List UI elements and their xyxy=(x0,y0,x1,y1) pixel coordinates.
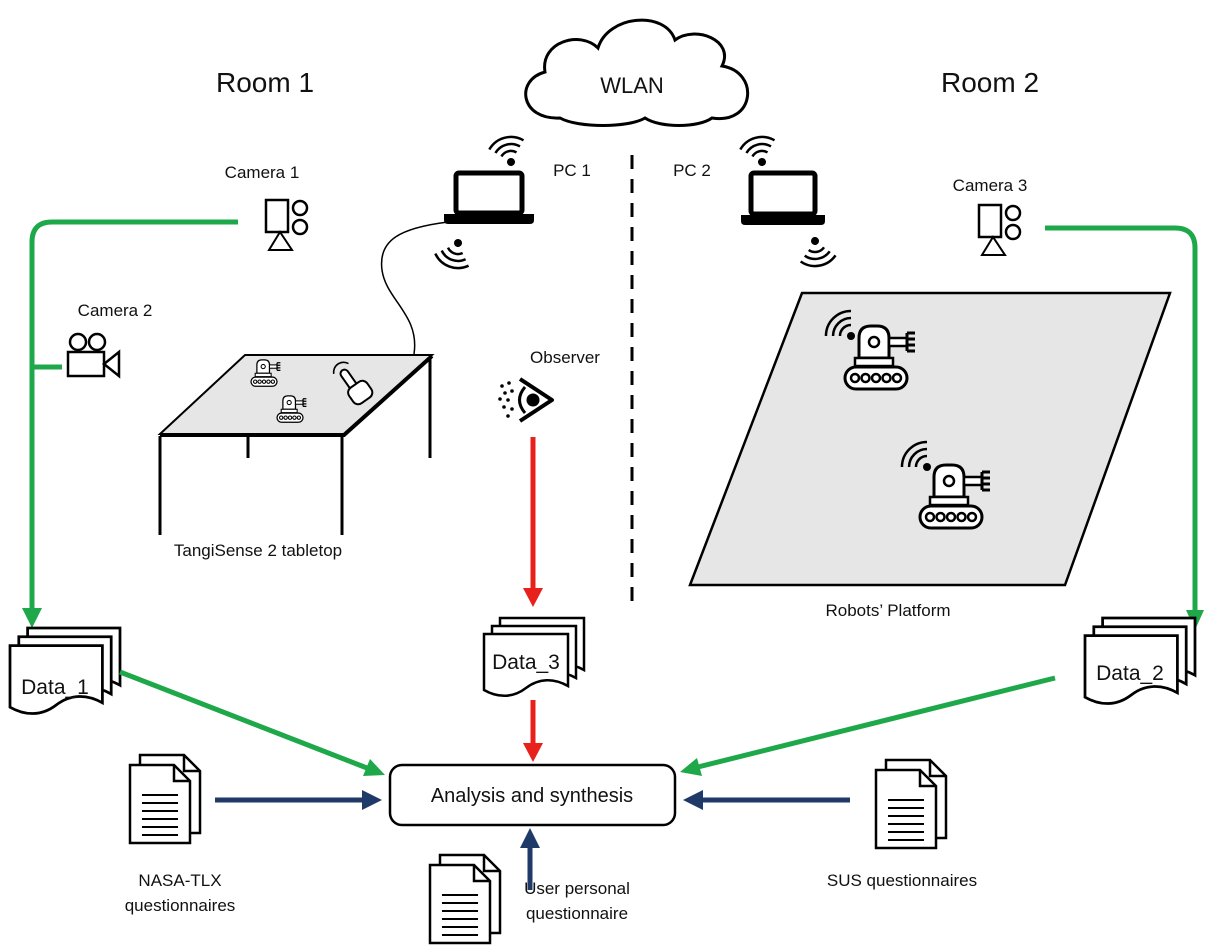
video-camera-icon xyxy=(66,332,121,379)
user-personal-label-line-1: User personal xyxy=(524,879,630,898)
laptop-icon xyxy=(741,170,825,225)
analysis-label: Analysis and synthesis xyxy=(431,785,633,807)
tabletop-label: TangiSense 2 tabletop xyxy=(174,541,342,560)
nasa-tlx-label-line-1: NASA-TLX xyxy=(138,871,221,890)
camera-2: Camera 2 xyxy=(66,301,153,379)
cloud-icon xyxy=(524,18,749,127)
arrowhead xyxy=(523,743,543,762)
tabletop-cable xyxy=(380,221,449,355)
nasa-tlx-questionnaires: NASA-TLX questionnaires xyxy=(125,755,382,915)
pc-2-label: PC 2 xyxy=(673,161,711,180)
wifi-icon xyxy=(737,131,782,172)
data-3: Data_3 xyxy=(484,618,584,696)
pc-1-label: PC 1 xyxy=(553,161,591,180)
data-3-label: Data_3 xyxy=(492,651,560,674)
data-1-flow xyxy=(119,669,385,776)
data-1: Data_1 xyxy=(10,628,120,714)
eye-icon xyxy=(498,377,554,423)
user-personal-questionnaire: User personal questionnaire xyxy=(430,828,630,943)
pc-1: PC 1 xyxy=(380,131,591,355)
document-icon xyxy=(876,760,946,848)
observer-label: Observer xyxy=(530,348,600,367)
sus-label: SUS questionnaires xyxy=(827,871,977,890)
nasa-tlx-label-line-2: questionnaires xyxy=(125,896,236,915)
document-icon xyxy=(430,855,500,943)
arrowhead xyxy=(363,759,385,776)
platform-label: Robots’ Platform xyxy=(825,601,950,620)
data-2: Data_2 xyxy=(1085,618,1195,704)
arrowhead xyxy=(683,790,703,810)
camera-3: Camera 3 xyxy=(953,176,1028,256)
document-stack-icon xyxy=(1085,618,1195,704)
wifi-icon xyxy=(795,232,839,270)
hand-pointer-icon xyxy=(332,361,374,406)
data-2-flow xyxy=(680,675,1056,776)
camera-2-label: Camera 2 xyxy=(78,301,153,320)
room-2-title: Room 2 xyxy=(941,67,1039,98)
movie-camera-icon xyxy=(264,198,309,251)
camera-3-label: Camera 3 xyxy=(953,176,1028,195)
wlan-cloud: WLAN xyxy=(524,18,749,127)
arrowhead xyxy=(1186,610,1204,630)
laptop-icon xyxy=(444,170,534,224)
video-flow-room-2 xyxy=(1045,225,1204,630)
user-personal-label-line-2: questionnaire xyxy=(526,904,628,923)
observer-flow xyxy=(523,437,543,762)
document-icon xyxy=(130,755,200,843)
pc-2: PC 2 xyxy=(673,131,839,270)
arrowhead xyxy=(362,790,382,810)
observer: Observer xyxy=(498,348,600,423)
arrowhead xyxy=(22,608,42,628)
data-2-label: Data_2 xyxy=(1096,662,1164,685)
arrowhead xyxy=(523,588,543,607)
video-flow-room-1 xyxy=(22,219,238,628)
arrowhead xyxy=(520,828,540,848)
analysis-box: Analysis and synthesis xyxy=(388,763,677,827)
wlan-label: WLAN xyxy=(600,73,664,98)
data-1-label: Data_1 xyxy=(21,676,89,699)
document-stack-icon xyxy=(10,628,120,714)
tangisense-tabletop: TangiSense 2 tabletop xyxy=(157,354,435,560)
sus-questionnaires: SUS questionnaires xyxy=(683,760,977,890)
wifi-icon xyxy=(486,131,531,172)
arrowhead xyxy=(680,758,702,776)
robots-platform: Robots’ Platform xyxy=(688,291,1172,620)
room-1-title: Room 1 xyxy=(216,67,314,98)
movie-camera-icon xyxy=(977,203,1022,256)
camera-1: Camera 1 xyxy=(225,163,309,251)
camera-1-label: Camera 1 xyxy=(225,163,300,182)
wifi-icon xyxy=(431,231,478,274)
